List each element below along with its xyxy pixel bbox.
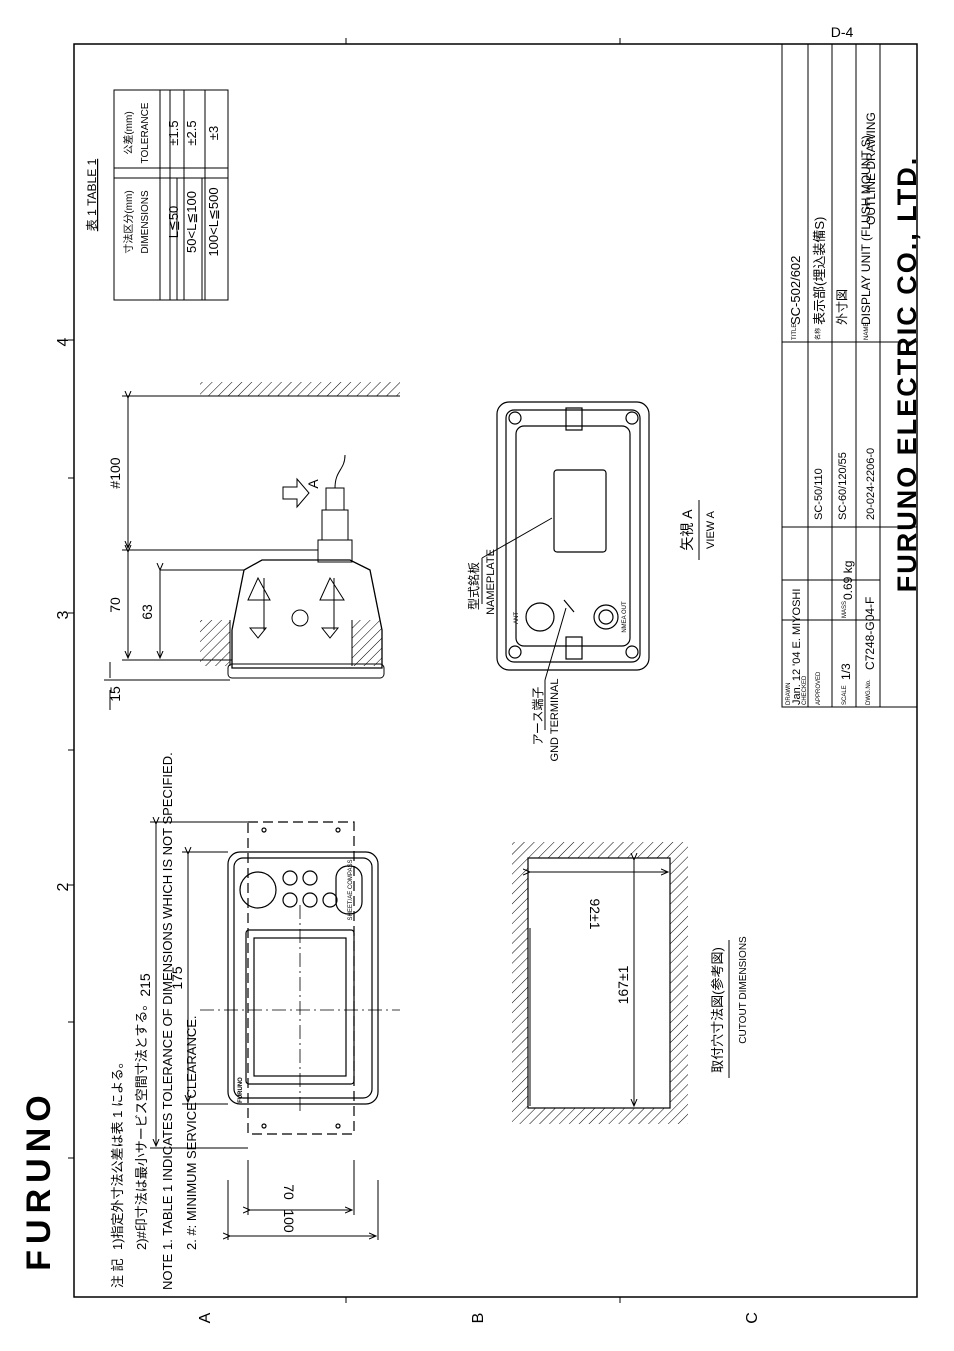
view-arrow-label: A bbox=[305, 479, 321, 489]
grid-col-2: 2 bbox=[55, 882, 72, 891]
cutout-drawing bbox=[512, 842, 688, 1124]
cutout-dim-92: 92±1 bbox=[587, 898, 603, 929]
tb-name-jp-2: 外寸図 bbox=[835, 289, 849, 325]
front-dim-70: 70 bbox=[281, 1184, 297, 1200]
grid-col-4: 4 bbox=[55, 337, 72, 346]
table-col1-en: DIMENSIONS bbox=[140, 190, 151, 254]
tb-name-jp-label: 名称 bbox=[814, 328, 822, 340]
grid-col-3: 3 bbox=[55, 610, 72, 619]
tb-dwg-value: C7248-G04-F bbox=[863, 597, 877, 670]
note-en-header: NOTE bbox=[160, 1254, 175, 1290]
table-dim-3: 100<L≦500 bbox=[206, 187, 221, 256]
table-col2-en: TOLERANCE bbox=[140, 102, 151, 163]
view-a-ant: ANT bbox=[514, 612, 520, 624]
side-dim-63: 63 bbox=[139, 604, 155, 620]
tb-ref-1: SC-50/110 bbox=[813, 468, 825, 520]
tb-ref-3: 20-024-2206-0 bbox=[865, 448, 877, 520]
tb-mass-label: MASS bbox=[842, 601, 848, 618]
tb-mass-value: 0.69 kg bbox=[841, 561, 855, 600]
tb-scale-label: SCALE bbox=[842, 685, 848, 705]
note-en-1: 1. TABLE 1 INDICATES TOLERANCE OF DIMENS… bbox=[160, 752, 175, 1250]
front-dim-215: 215 bbox=[137, 973, 153, 997]
cutout-title-en: CUTOUT DIMENSIONS bbox=[738, 936, 749, 1044]
table-col2-jp: 公差(mm) bbox=[122, 111, 135, 154]
brand-logo: FURUNO bbox=[20, 1089, 58, 1270]
tb-dwg-label: DWG.No. bbox=[866, 679, 872, 705]
grid-row-c: C bbox=[744, 1312, 761, 1324]
tb-name-jp: 表示部(埋込装備S) bbox=[812, 217, 827, 325]
tb-approved-label: APPROVED bbox=[816, 671, 822, 705]
view-a-title-jp: 矢視 A bbox=[679, 509, 695, 551]
table-dim-1: L≦50 bbox=[166, 206, 181, 239]
side-dim-100: #100 bbox=[107, 457, 123, 488]
tb-name-label: NAME bbox=[864, 323, 870, 340]
tb-title-label: TITLE bbox=[792, 324, 798, 340]
gnd-terminal-en: GND TERMINAL bbox=[549, 679, 561, 762]
grid-row-b: B bbox=[470, 1313, 487, 1324]
tb-company: FURUNO ELECTRIC CO., LTD. bbox=[892, 156, 922, 592]
gnd-terminal-jp: アース端子 bbox=[531, 687, 545, 746]
grid-row-a: A bbox=[197, 1312, 214, 1323]
note-jp-2: 2)#印寸法は最小サービス空間寸法とする。 bbox=[134, 998, 149, 1250]
nameplate-jp: 型式銘板 bbox=[466, 562, 481, 610]
side-dim-15: 15 bbox=[107, 686, 123, 702]
table-dim-2: 50<L≦100 bbox=[184, 191, 199, 253]
note-en-2: 2. #: MINIMUM SERVICE CLEARANCE. bbox=[184, 1015, 199, 1250]
table-tol-1: ±1.5 bbox=[166, 120, 181, 145]
front-panel-label: SHEET/AE COMPASS bbox=[348, 860, 354, 921]
zone-ticks bbox=[68, 38, 621, 1303]
tb-title-value: SC-502/602 bbox=[788, 256, 803, 325]
front-dim-175: 175 bbox=[169, 966, 185, 990]
table-tol-3: ±3 bbox=[206, 126, 221, 140]
note-jp-1: 1)指定外寸法公差は表 1 による。 bbox=[110, 1055, 125, 1250]
view-a-drawing bbox=[496, 401, 650, 671]
tb-drawn-label: DRAWN bbox=[786, 683, 792, 705]
tb-name-en-2-visible: OUTLINE DRAWING bbox=[864, 112, 878, 225]
title-block bbox=[781, 43, 918, 708]
front-view bbox=[200, 821, 400, 1135]
tb-name-en: DISPLAY UNIT (FLUSH MOUNT S) bbox=[859, 135, 873, 325]
side-dim-70: 70 bbox=[107, 597, 123, 613]
tb-drawn-value: Jan. 12 '04 E. MIYOSHI bbox=[791, 589, 803, 705]
tb-checked-label: CHECKED bbox=[802, 675, 808, 705]
side-view bbox=[200, 382, 400, 679]
front-dim-100: 100 bbox=[281, 1209, 297, 1233]
front-logo: FURUNO bbox=[238, 1077, 244, 1103]
tb-ref-2: SC-60/120/55 bbox=[837, 452, 849, 520]
note-jp-header: 注 記 bbox=[110, 1258, 125, 1288]
cutout-title-jp: 取付穴寸法図(参考図) bbox=[710, 947, 725, 1073]
table-col1-jp: 寸法区分(mm) bbox=[122, 190, 135, 253]
side-dims bbox=[104, 396, 318, 710]
tb-scale-value: 1/3 bbox=[839, 663, 853, 680]
table-tol-2: ±2.5 bbox=[184, 120, 199, 145]
page-code: D-4 bbox=[830, 24, 854, 40]
nameplate-en: NAMEPLATE bbox=[485, 549, 497, 615]
front-dims bbox=[150, 822, 379, 1240]
table-title: 表 1 TABLE 1 bbox=[85, 158, 99, 231]
view-a-nmea: NMEA OUT bbox=[622, 601, 628, 633]
cutout-dim-167: 167±1 bbox=[615, 965, 631, 1004]
view-a-title-en: VIEW A bbox=[705, 510, 717, 549]
